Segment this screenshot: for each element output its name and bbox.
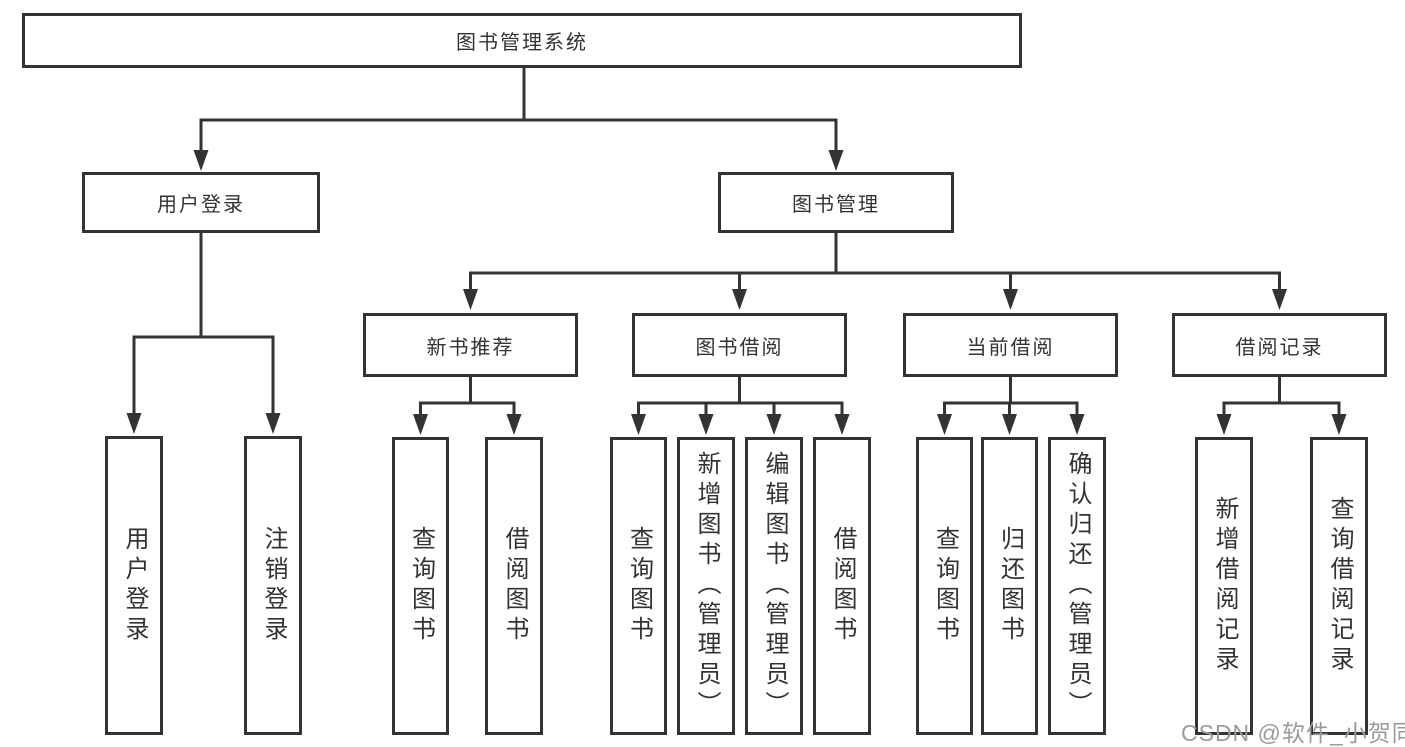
node-label: 新增图书（管理员） — [693, 451, 720, 721]
leaf-add-book-admin: 新增图书（管理员） — [677, 437, 735, 735]
node-book-borrow: 图书借阅 — [632, 313, 847, 377]
leaf-return-books: 归还图书 — [981, 437, 1038, 735]
node-label: 借阅记录 — [1235, 336, 1324, 359]
node-current-borrow: 当前借阅 — [903, 313, 1118, 377]
leaf-add-borrow-record: 新增借阅记录 — [1195, 437, 1253, 735]
node-root: 图书管理系统 — [22, 13, 1022, 68]
node-label: 用户登录 — [121, 525, 148, 646]
node-label: 归还图书 — [996, 526, 1024, 646]
node-label: 注销登录 — [260, 525, 287, 646]
leaf-edit-book-admin: 编辑图书（管理员） — [745, 437, 803, 735]
node-user-login: 用户登录 — [82, 172, 320, 233]
node-label: 新书推荐 — [426, 336, 515, 359]
node-label: 查询借阅记录 — [1326, 496, 1353, 676]
leaf-borrow-books-recommend: 借阅图书 — [485, 437, 543, 735]
leaf-confirm-return-admin: 确认归还（管理员） — [1048, 437, 1106, 735]
node-label: 编辑图书（管理员） — [761, 451, 788, 721]
node-label: 新增借阅记录 — [1211, 496, 1238, 676]
node-borrow-records: 借阅记录 — [1172, 313, 1387, 377]
node-label: 图书借阅 — [695, 336, 784, 359]
watermark: CSDN @软件_小贺同学 — [1181, 720, 1405, 746]
node-label: 借阅图书 — [501, 526, 528, 646]
node-label: 图书管理 — [792, 194, 880, 216]
node-label: 查询图书 — [625, 526, 653, 646]
leaf-logout: 注销登录 — [244, 436, 302, 735]
connector-lines-group — [132, 68, 1341, 415]
leaf-borrow-books: 借阅图书 — [813, 437, 871, 735]
node-label: 用户登录 — [157, 194, 245, 216]
node-label: 查询图书 — [407, 526, 435, 646]
node-label: 确认归还（管理员） — [1064, 451, 1091, 721]
leaf-query-books-current: 查询图书 — [916, 437, 973, 735]
leaf-query-borrow-record: 查询借阅记录 — [1310, 437, 1368, 735]
node-label: 图书管理系统 — [456, 32, 588, 54]
arrow-down-icons — [126, 150, 1347, 435]
leaf-query-books-recommend: 查询图书 — [392, 437, 449, 735]
node-new-book-recommend: 新书推荐 — [363, 313, 578, 377]
node-label: 当前借阅 — [966, 336, 1055, 359]
node-label: 查询图书 — [931, 526, 959, 646]
leaf-query-books-borrow: 查询图书 — [610, 437, 667, 735]
node-label: 借阅图书 — [829, 526, 856, 646]
leaf-user-login: 用户登录 — [105, 436, 163, 735]
node-book-management: 图书管理 — [718, 172, 954, 233]
